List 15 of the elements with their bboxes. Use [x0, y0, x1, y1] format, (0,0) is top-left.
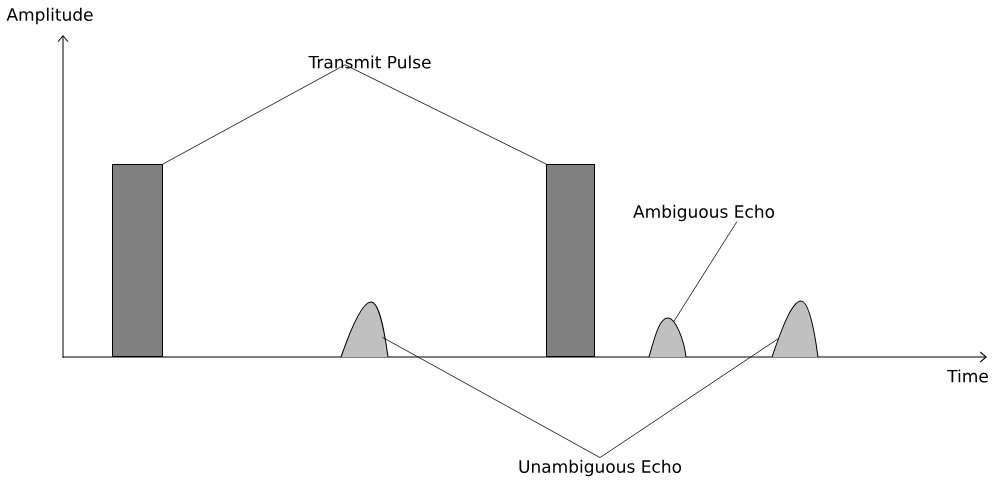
echo-pulse	[648, 317, 687, 358]
leader-line	[162, 64, 346, 165]
echo-pulse	[771, 300, 819, 358]
leader-line	[344, 64, 547, 165]
pulse-bar	[112, 164, 163, 357]
axis-label: Time	[947, 369, 988, 383]
pulse-label: Ambiguous Echo	[633, 204, 775, 222]
leader-line	[382, 336, 601, 458]
leader-line	[599, 338, 779, 458]
pulse-bar	[546, 164, 595, 357]
echo-pulse	[340, 301, 389, 358]
axis-label: Amplitude	[6, 7, 93, 25]
leader-line	[673, 221, 738, 322]
pulse-label: Unambiguous Echo	[519, 459, 682, 477]
pulse-label: Transmit Pulse	[308, 55, 431, 69]
